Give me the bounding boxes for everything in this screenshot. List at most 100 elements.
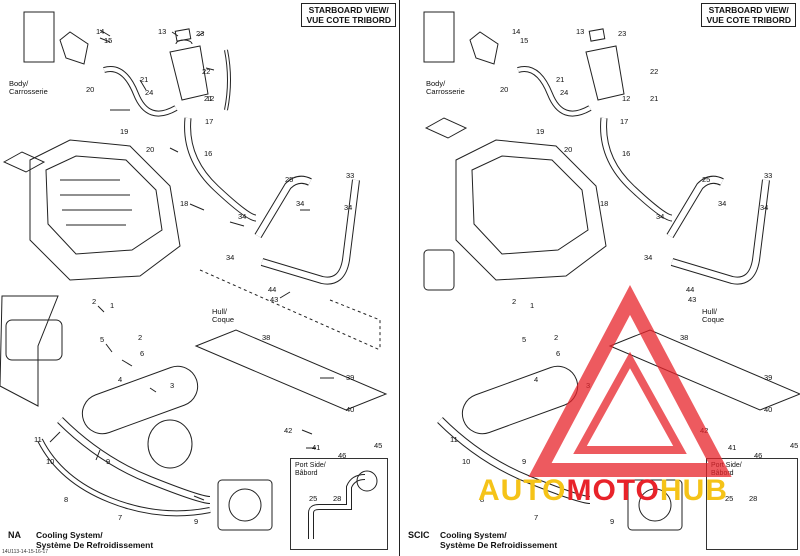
callout: 1 <box>530 301 535 310</box>
callout: 34 <box>760 203 769 212</box>
watermark-moto: MOTO <box>566 474 660 507</box>
callout: 38 <box>262 333 271 342</box>
callout: 33 <box>764 171 773 180</box>
coolant-reservoir <box>169 45 209 101</box>
callout: 41 <box>728 443 737 452</box>
callout: 1 <box>110 301 115 310</box>
callout: 2 <box>512 297 517 306</box>
callout: 11 <box>450 435 458 444</box>
title-line-2: Système De Refroidissement <box>36 540 154 550</box>
jet-pump <box>217 479 273 531</box>
view-line-1: STARBOARD VIEW/ <box>708 5 789 15</box>
port-side-drawing <box>308 470 378 539</box>
callout: 9 <box>522 457 527 466</box>
watermark-auto: AUTO <box>478 474 567 507</box>
diagram-panel-scic: STARBOARD VIEW/ VUE COTE TRIBORD <box>400 0 800 556</box>
callout: 2 <box>554 333 559 342</box>
hull-label: Hull/ Coque <box>702 308 724 324</box>
callout: 40 <box>764 405 773 414</box>
callout: 9 <box>106 457 111 466</box>
callout: 12 <box>622 94 631 103</box>
callout: 9 <box>194 517 199 526</box>
callout: 46 <box>338 451 347 460</box>
panel-divider <box>399 0 400 556</box>
callout: 19 <box>536 127 545 136</box>
callout: 3 <box>586 381 591 390</box>
title-line-1: Cooling System/ <box>440 530 507 540</box>
body-label-line-1: Body/ <box>426 79 446 88</box>
callout: 20 <box>86 85 95 94</box>
callout: 20 <box>146 145 155 154</box>
callout: 39 <box>346 373 355 382</box>
callout: 42 <box>700 426 709 435</box>
callout: 7 <box>118 513 123 522</box>
hull-label-line-2: Coque <box>702 315 725 324</box>
callout: 15 <box>104 36 113 45</box>
callout: 13 <box>158 27 167 36</box>
callout: 14 <box>512 27 521 36</box>
title-line-1: Cooling System/ <box>36 530 103 540</box>
callout: 25 <box>702 175 711 184</box>
callout: 16 <box>622 149 631 158</box>
engine-block <box>29 139 181 281</box>
callout: 17 <box>620 117 629 126</box>
callout: 2 <box>138 333 143 342</box>
callout: 18 <box>600 199 609 208</box>
callout: 33 <box>346 171 355 180</box>
callout: 45 <box>374 441 383 450</box>
callout: 19 <box>120 127 129 136</box>
front-arrow <box>2 151 46 173</box>
callout: 14 <box>96 27 105 36</box>
callout: 34 <box>656 212 665 221</box>
title-line-2: Système De Refroidissement <box>440 540 558 550</box>
body-label-line-2: Carrosserie <box>9 87 48 96</box>
watermark-hub: HUB <box>659 474 728 507</box>
callout: 34 <box>718 199 727 208</box>
port-side-line-1: Port Side/ <box>711 462 742 469</box>
diagram-title: Cooling System/ Système De Refroidisseme… <box>440 530 557 550</box>
callout: 22 <box>202 67 211 76</box>
callout: 11 <box>34 435 42 444</box>
cooling-system-drawing <box>0 11 388 531</box>
callout: 28 <box>749 494 758 503</box>
view-line-2: VUE COTE TRIBORD <box>306 15 391 25</box>
callout: 44 <box>268 285 277 294</box>
hull-label: Hull/ Coque <box>212 308 234 324</box>
callout: 39 <box>764 373 773 382</box>
callout: 21 <box>204 94 213 103</box>
callout: 10 <box>46 457 55 466</box>
callout: 25 <box>725 494 734 503</box>
starboard-view-label: STARBOARD VIEW/ VUE COTE TRIBORD <box>301 3 396 27</box>
callout: 40 <box>346 405 355 414</box>
callout: 21 <box>556 75 565 84</box>
callout: 5 <box>100 335 105 344</box>
callout: 46 <box>754 451 763 460</box>
callout: 21 <box>140 75 149 84</box>
callout: 4 <box>118 375 123 384</box>
callout: 4 <box>534 375 539 384</box>
cooling-system-drawing <box>423 11 800 531</box>
callout: 41 <box>312 443 321 452</box>
callout: 17 <box>205 117 214 126</box>
callout: 8 <box>64 495 69 504</box>
starboard-view-label: STARBOARD VIEW/ VUE COTE TRIBORD <box>701 3 796 27</box>
callout: 43 <box>270 295 279 304</box>
callout: 3 <box>170 381 175 390</box>
callout: 43 <box>688 295 697 304</box>
hull-label-line-1: Hull/ <box>212 307 228 316</box>
callout: 34 <box>344 203 353 212</box>
body-label: Body/ Carrosserie <box>9 80 48 96</box>
body-label-line-1: Body/ <box>9 79 29 88</box>
callout: 15 <box>520 36 529 45</box>
diagram-panel-na: STARBOARD VIEW/ VUE COTE TRIBORD <box>0 3 396 555</box>
port-side-line-1: Port Side/ <box>295 462 326 469</box>
view-line-1: STARBOARD VIEW/ <box>308 5 389 15</box>
diagram-title: Cooling System/ Système De Refroidisseme… <box>36 530 153 550</box>
port-side-inset: Port Side/ Bâbord 25 28 <box>290 458 388 550</box>
watermark-text: AUTOMOTOHUB <box>478 474 728 508</box>
callout: 6 <box>140 349 145 358</box>
port-side-line-2: Bâbord <box>295 470 318 477</box>
callout: 10 <box>462 457 471 466</box>
callout: 16 <box>204 149 213 158</box>
callout: 20 <box>500 85 509 94</box>
